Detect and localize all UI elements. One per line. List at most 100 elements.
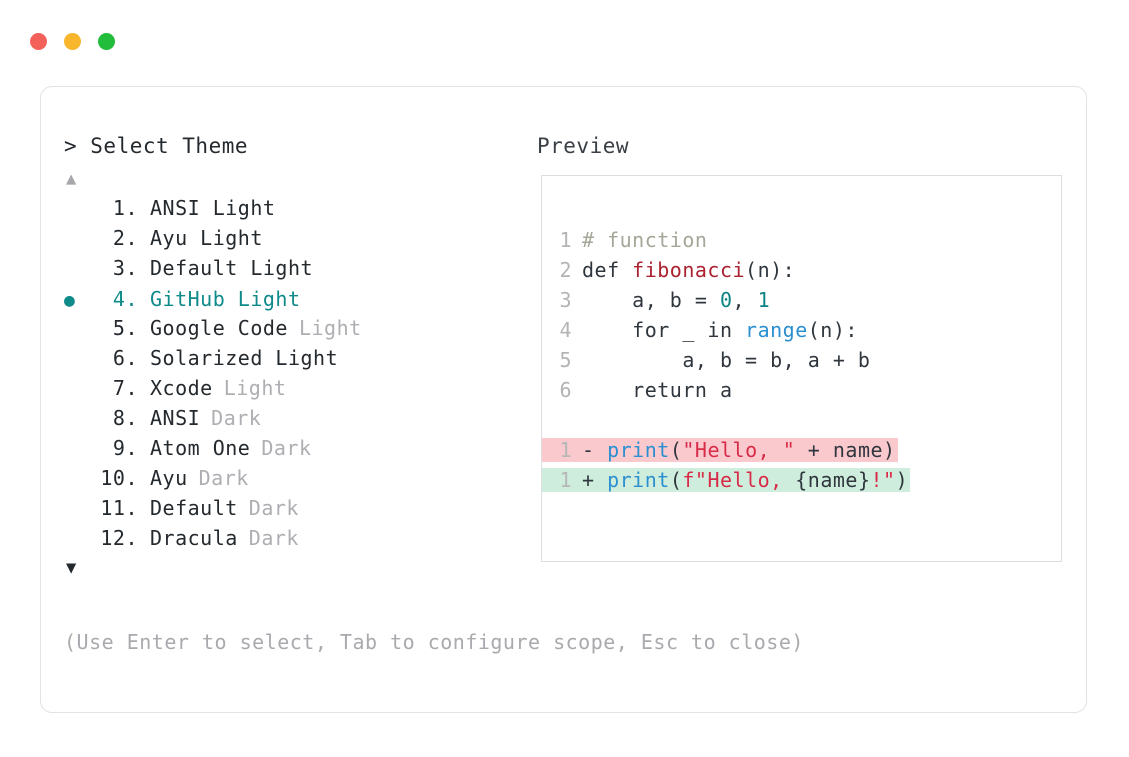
theme-index: 11. bbox=[100, 496, 138, 520]
theme-variant-badge: Light bbox=[223, 376, 287, 400]
theme-list-item[interactable]: 7. Xcode Light bbox=[64, 376, 514, 406]
code-token: (n): bbox=[807, 318, 858, 342]
theme-index: 10. bbox=[100, 466, 138, 490]
code-token: print bbox=[607, 468, 670, 492]
code-token: # function bbox=[582, 228, 708, 252]
theme-index: 8. bbox=[112, 406, 138, 430]
close-dot[interactable] bbox=[30, 33, 47, 50]
theme-name: Xcode bbox=[150, 376, 213, 400]
theme-name: Google Code bbox=[150, 316, 288, 340]
theme-variant-badge: Dark bbox=[211, 406, 262, 430]
code-token: def bbox=[582, 258, 633, 282]
code-token: for _ in bbox=[582, 318, 746, 342]
code-line: 5 a, b = b, a + b bbox=[542, 348, 1061, 378]
theme-name: Ayu bbox=[150, 466, 188, 490]
code-token: fibonacci bbox=[632, 258, 746, 282]
theme-list: 1. ANSI Light 2. Ayu Light 3. Default Light ● 4… bbox=[64, 196, 514, 556]
page-title: > Select Theme bbox=[64, 134, 249, 158]
theme-list-column: ▲ 1. ANSI Light 2. Ayu Light 3. Default Light… bbox=[64, 169, 514, 578]
code-token: "Hello, " bbox=[682, 438, 796, 462]
code-token: (n): bbox=[745, 258, 796, 282]
theme-selector-card: > Select Theme Preview ▲ 1. ANSI Light 2. A… bbox=[40, 86, 1087, 713]
theme-name: ANSI Light bbox=[150, 196, 276, 220]
theme-index: 4. bbox=[112, 287, 138, 311]
code-token: + name) bbox=[795, 438, 896, 462]
theme-index: 9. bbox=[112, 436, 138, 460]
theme-name: Ayu Light bbox=[150, 226, 263, 250]
window-traffic-lights bbox=[30, 33, 115, 50]
line-number: 5 bbox=[559, 348, 572, 372]
theme-index: 5. bbox=[112, 316, 138, 340]
code-line-text: for _ in range(n): bbox=[582, 318, 858, 342]
code-token: 1 bbox=[757, 288, 771, 312]
code-token: 0 bbox=[719, 288, 733, 312]
theme-list-item[interactable]: 8. ANSI Dark bbox=[64, 406, 514, 436]
theme-list-item[interactable]: 1. ANSI Light bbox=[64, 196, 514, 226]
code-line: 4 for _ in range(n): bbox=[542, 318, 1061, 348]
theme-list-item[interactable]: 5. Google Code Light bbox=[64, 316, 514, 346]
code-line-text: a, b = 0, 1 bbox=[582, 288, 770, 312]
theme-name: Dracula bbox=[150, 526, 238, 550]
code-spacer bbox=[542, 408, 1061, 438]
code-token: !" bbox=[870, 468, 896, 492]
scroll-down-icon[interactable]: ▼ bbox=[66, 558, 77, 578]
code-token: range bbox=[745, 318, 808, 342]
theme-name: Solarized Light bbox=[150, 346, 339, 370]
theme-list-item[interactable]: 9. Atom One Dark bbox=[64, 436, 514, 466]
theme-index: 6. bbox=[112, 346, 138, 370]
code-token: ( bbox=[669, 438, 683, 462]
theme-name: Default Light bbox=[150, 256, 314, 280]
theme-index: 7. bbox=[112, 376, 138, 400]
theme-list-item[interactable]: 12. Dracula Dark bbox=[64, 526, 514, 556]
code-line-text: def fibonacci(n): bbox=[582, 258, 795, 282]
code-token: a, b = bbox=[582, 288, 720, 312]
line-number: 2 bbox=[559, 258, 572, 282]
code-line: 2 def fibonacci(n): bbox=[542, 258, 1061, 288]
code-token: ) bbox=[895, 468, 909, 492]
theme-variant-badge: Dark bbox=[261, 436, 312, 460]
diff-line-added: 1+ print(f"Hello, {name}!") bbox=[542, 468, 1061, 498]
code-token: f"Hello, bbox=[682, 468, 796, 492]
theme-name: ANSI bbox=[150, 406, 201, 430]
theme-variant-badge: Dark bbox=[198, 466, 249, 490]
theme-variant-badge: Dark bbox=[248, 526, 299, 550]
theme-list-item[interactable]: 10. Ayu Dark bbox=[64, 466, 514, 496]
code-line-text: # function bbox=[582, 228, 707, 252]
theme-list-item[interactable]: 6. Solarized Light bbox=[64, 346, 514, 376]
line-number: 1 bbox=[559, 228, 572, 252]
theme-index: 1. bbox=[112, 196, 138, 220]
theme-name: Atom One bbox=[150, 436, 251, 460]
theme-variant-badge: Light bbox=[298, 316, 362, 340]
scroll-up-icon[interactable]: ▲ bbox=[66, 169, 77, 189]
diff-sign: - bbox=[582, 438, 608, 462]
code-line: 1 # function bbox=[542, 228, 1061, 258]
selection-bullet-icon: ● bbox=[64, 290, 75, 311]
code-token: return a bbox=[582, 378, 733, 402]
maximize-dot[interactable] bbox=[98, 33, 115, 50]
theme-list-item[interactable]: 2. Ayu Light bbox=[64, 226, 514, 256]
line-number: 1 bbox=[542, 468, 582, 492]
code-token: {name} bbox=[795, 468, 871, 492]
line-number: 1 bbox=[542, 438, 582, 462]
preview-title: Preview bbox=[537, 134, 630, 158]
diff-line-text: - print("Hello, " + name) bbox=[582, 438, 898, 462]
theme-name: GitHub Light bbox=[150, 287, 301, 311]
theme-index: 12. bbox=[100, 526, 138, 550]
code-line-text: return a bbox=[582, 378, 733, 402]
code-token: a, b = b, a + b bbox=[582, 348, 871, 372]
keyboard-hint: (Use Enter to select, Tab to configure s… bbox=[64, 630, 804, 654]
minimize-dot[interactable] bbox=[64, 33, 81, 50]
code-token: , bbox=[732, 288, 758, 312]
theme-index: 3. bbox=[112, 256, 138, 280]
theme-index: 2. bbox=[112, 226, 138, 250]
code-line: 6 return a bbox=[542, 378, 1061, 408]
theme-list-item[interactable]: ● 4. GitHub Light bbox=[64, 286, 514, 316]
diff-line-removed: 1- print("Hello, " + name) bbox=[542, 438, 1061, 468]
theme-variant-badge: Dark bbox=[248, 496, 299, 520]
code-line-text: a, b = b, a + b bbox=[582, 348, 870, 372]
theme-list-item[interactable]: 3. Default Light bbox=[64, 256, 514, 286]
code-token: print bbox=[607, 438, 670, 462]
